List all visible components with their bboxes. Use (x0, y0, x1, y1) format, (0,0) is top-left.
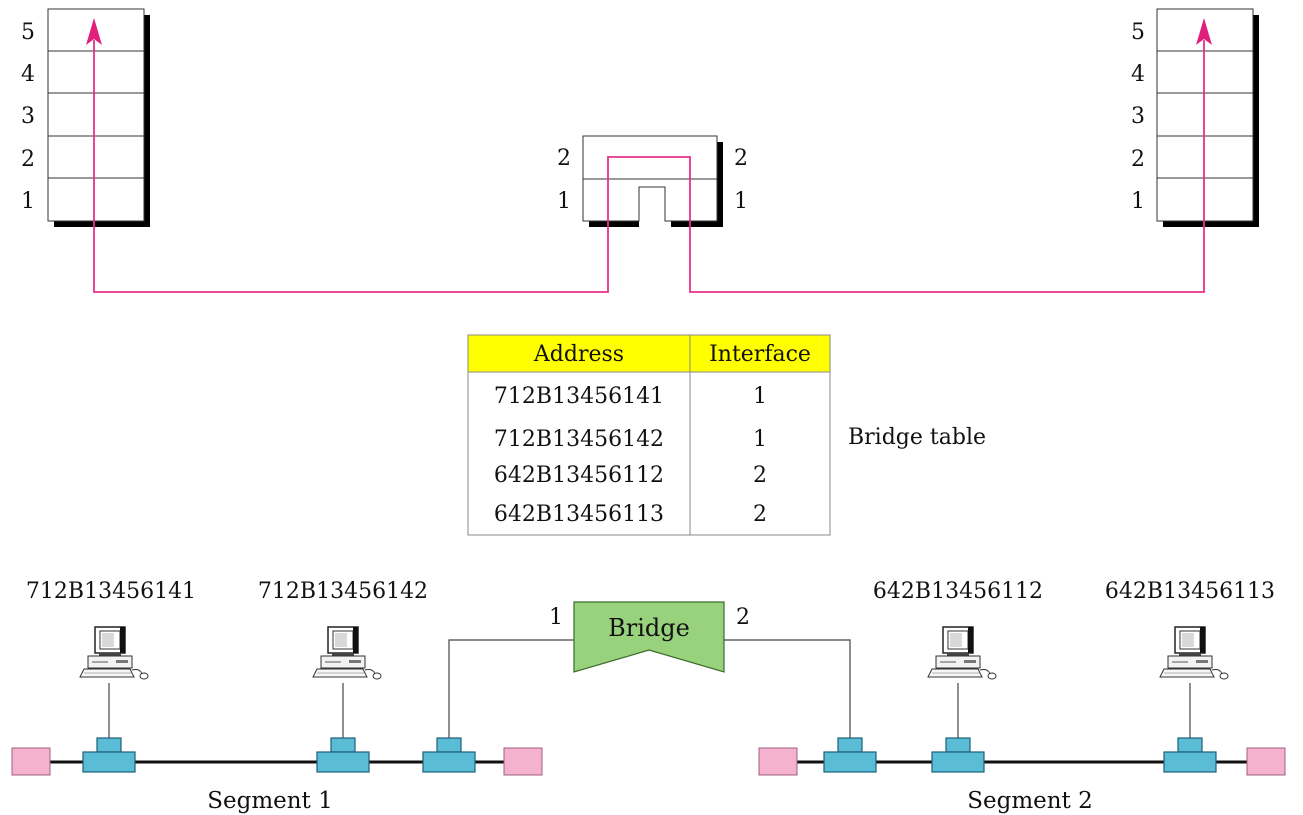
table-cell-address: 642B13456112 (494, 463, 664, 488)
computer-icon (927, 626, 997, 680)
station-address-label: 642B13456112 (873, 579, 1043, 604)
bridge-link-port-2 (724, 639, 851, 738)
terminator-icon (758, 747, 798, 776)
table-cell-address: 712B13456141 (494, 384, 664, 409)
station-address-label: 642B13456113 (1105, 579, 1275, 604)
segment-2-label: Segment 2 (967, 788, 1093, 814)
right-stack-box (1156, 8, 1254, 222)
segment-1-label: Segment 1 (207, 788, 333, 814)
tap-connector-icon (823, 737, 877, 773)
table-cell-interface: 2 (753, 502, 767, 527)
tap-connector-icon (931, 737, 985, 773)
terminator-icon (503, 747, 543, 776)
table-header-interface: Interface (709, 342, 811, 367)
left-layer-1-label: 1 (21, 189, 35, 214)
computer-icon (79, 626, 149, 680)
computer-icon (1159, 626, 1229, 680)
table-header-row (467, 334, 831, 373)
bridge-table-caption: Bridge table (848, 425, 986, 450)
bridge-stack-left-layer-1-label: 1 (557, 189, 571, 214)
right-layer-1-label: 1 (1131, 189, 1145, 214)
terminator-icon (11, 747, 51, 776)
left-layer-3-label: 3 (21, 104, 35, 129)
bridge-device-icon (573, 601, 725, 673)
station-address-label: 712B13456142 (258, 579, 428, 604)
right-protocol-stack: 5 4 3 2 1 (1131, 8, 1259, 227)
bridge-port-2-label: 2 (736, 605, 750, 630)
right-arrow-head (1196, 18, 1212, 45)
table-cell-interface: 1 (753, 384, 767, 409)
bridge-table: Address Interface 712B13456141 1 712B134… (467, 334, 831, 536)
terminator-icon (1246, 747, 1286, 776)
tap-connector-icon (82, 737, 136, 773)
table-header-address: Address (533, 342, 624, 367)
bridge-protocol-stack: 2 1 2 1 (557, 135, 748, 227)
bridge-label: Bridge (608, 614, 690, 642)
bridge-stack-right-layer-1-label: 1 (734, 189, 748, 214)
table-cell-interface: 2 (753, 463, 767, 488)
data-path-line (93, 40, 1205, 293)
bridge-link-port-1 (448, 639, 574, 738)
bridge-port-1-label: 1 (549, 605, 563, 630)
right-layer-5-label: 5 (1131, 20, 1145, 45)
left-layer-5-label: 5 (21, 20, 35, 45)
station-address-label: 712B13456141 (26, 579, 196, 604)
bridge-stack-left-layer-2-label: 2 (557, 146, 571, 171)
left-protocol-stack: 5 4 3 2 1 (21, 8, 150, 227)
table-cell-address: 712B13456142 (494, 427, 664, 452)
left-layer-4-label: 4 (21, 62, 35, 87)
left-layer-2-label: 2 (21, 147, 35, 172)
table-cell-address: 642B13456113 (494, 502, 664, 527)
data-path (86, 18, 1212, 293)
tap-connector-icon (1163, 737, 1217, 773)
tap-connector-icon (316, 737, 370, 773)
right-layer-2-label: 2 (1131, 147, 1145, 172)
left-stack-box (47, 8, 145, 222)
right-layer-3-label: 3 (1131, 104, 1145, 129)
tap-connector-icon (422, 737, 476, 773)
table-cell-interface: 1 (753, 427, 767, 452)
computer-icon (312, 626, 382, 680)
right-layer-4-label: 4 (1131, 62, 1145, 87)
left-arrow-head (86, 18, 102, 45)
bridge-stack-right-layer-2-label: 2 (734, 146, 748, 171)
